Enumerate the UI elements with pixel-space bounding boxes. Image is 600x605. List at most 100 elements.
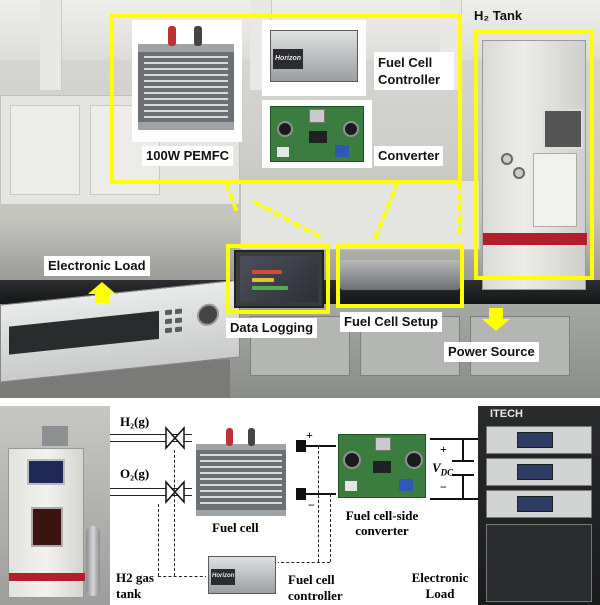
stack-fin [200,478,282,480]
electronic-load-label: Electronic Load [411,570,469,601]
lab-setup-photo: Horizon 100W PEMFC Fuel Cell Controller … [0,0,600,398]
converter-capacitor [405,451,423,469]
electronic-load-key [165,327,172,334]
cap-lead-top [462,438,464,460]
fuel-cell-controller-box: Horizon [208,556,276,594]
electronic-load-knob [197,302,219,327]
converter-image [336,428,430,506]
power-source-label: Power Source [444,342,539,362]
h2-valve-icon [165,426,185,450]
power-source-arrow-icon [482,319,510,331]
converter-capacitor [277,121,293,137]
fuel-cell-stack [196,444,286,516]
positive-terminal [296,440,306,452]
cap-lead-bottom [462,476,464,500]
electronic-load-key [175,317,182,324]
stack-fin [200,460,282,462]
h2-tank-callout-box [474,30,594,280]
converter-connector [277,147,289,157]
system-diagram: H₂(g) O₂(g) Fuel cell + − [0,406,600,605]
pemfc-pipe [168,26,176,46]
screen-bar [252,286,288,290]
electronic-load-display [9,310,159,355]
o2-pipe [110,488,192,496]
gas-cylinder [86,526,100,596]
data-logging-label: Data Logging [226,318,318,338]
electronic-load-photo: ITECH [478,406,600,605]
data-logging-callout-box [226,244,330,314]
capacitor-plate [452,460,474,462]
h2-tank-label: H₂ Tank [474,8,523,23]
capacitor-plate [452,474,474,476]
rack-screen [517,496,553,512]
pemfc-fin [144,110,228,112]
control-dash-sense-neg [330,494,331,562]
pemfc-fin [144,56,228,58]
rack-unit [486,426,592,454]
stack-fin [200,490,282,492]
vdc-plus-sign: + [440,442,447,456]
electronic-load-arrow-icon [88,282,116,294]
pemfc-fin [144,80,228,82]
control-dash-h2 [174,450,175,576]
stack-fin [200,502,282,504]
electronic-load-key [175,308,182,315]
control-dash-bottom [158,576,208,577]
o2-gas-label: O₂(g) [120,466,150,481]
controller-logo: Horizon [275,55,302,62]
stack-fin [200,472,282,474]
pressure-gauge-icon [501,153,513,165]
positive-wire [306,445,340,447]
converter-capacitor [343,121,359,137]
stack-fin [200,496,282,498]
pemfc-fin [144,62,228,64]
vdc-label: VDC [432,460,454,478]
h2-pipe [110,434,192,442]
h2-cabinet-red-band [483,233,587,245]
electronic-load-label: Electronic Load [44,256,150,276]
screen-bar [252,278,274,282]
pemfc-fin [144,74,228,76]
stack-endplate [196,444,286,450]
callout-dash [458,182,462,234]
fuel-cell-setup-equipment [340,260,460,290]
converter-heatsink [375,437,391,451]
control-dash-to-controller [276,562,330,563]
pemfc-stack [138,44,234,130]
fuel-cell-controller-box: Horizon [270,30,358,82]
electronic-load-key [175,326,182,333]
electronic-load-key [165,318,172,325]
screen-bar [252,270,282,274]
stack-fin [200,454,282,456]
pemfc-endplate [138,44,234,52]
converter-chip [309,131,327,143]
fuel-cell-image [192,424,290,520]
cabinet-door [10,105,80,195]
converter-label: Converter [374,146,444,166]
fuel-cell-label: Fuel cell [212,520,259,535]
fc-minus-sign: − [308,498,315,512]
h2-control-panel [543,109,583,149]
h2-tank-label: H2 gas tank [116,570,154,601]
stack-pipe [226,428,233,446]
rack-unit [486,490,592,518]
rack-screen [517,464,553,480]
electronic-load-key [165,309,172,316]
h2-cabinet-body [8,448,85,598]
pressure-gauge-icon [513,167,525,179]
vdc-minus-sign: − [440,480,447,494]
fuel-cell-controller-label: Fuel Cell Controller [374,52,454,90]
dc-bus-positive [430,438,478,440]
itech-logo: ITECH [490,408,523,420]
stack-endplate [196,510,286,516]
pemfc-fin [144,116,228,118]
ceiling-beam [40,0,62,90]
h2-tank-cabinet [482,40,587,290]
control-dash-o2 [158,504,159,576]
converter-terminal [335,145,349,157]
fuel-cell-setup-label: Fuel Cell Setup [340,312,442,332]
fuel-cell-setup-callout-box [336,244,464,308]
converter-connector [345,481,357,491]
controller-front-panel: Horizon [211,569,235,585]
controller-logo: Horizon [212,573,235,579]
